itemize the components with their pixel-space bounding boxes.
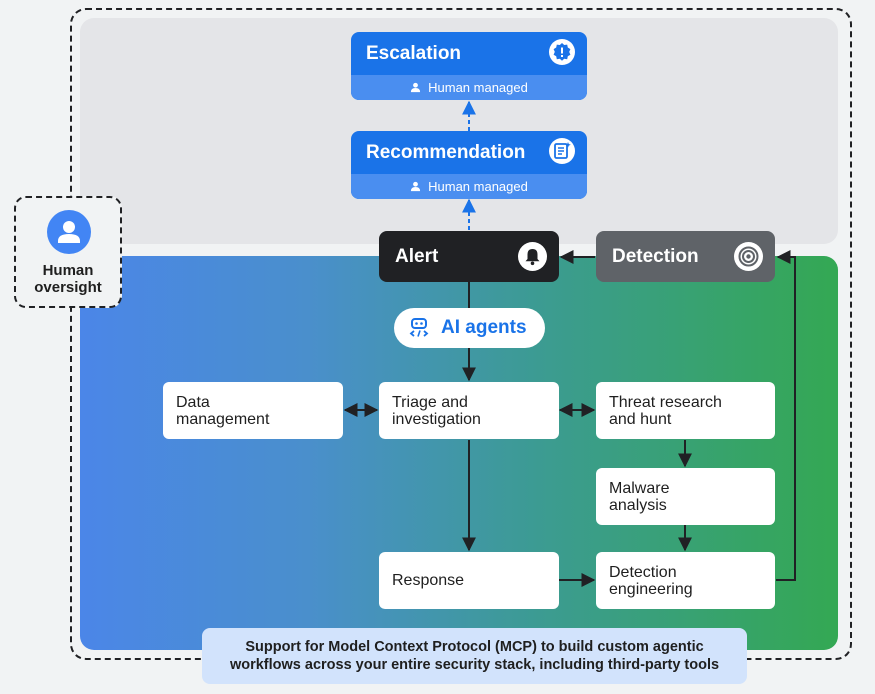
escalation-subtitle: Human managed bbox=[428, 80, 528, 95]
recommendation-subtitle: Human managed bbox=[428, 179, 528, 194]
node-triage-label: Triage and investigation bbox=[392, 394, 481, 428]
target-icon bbox=[734, 242, 763, 271]
node-threat-research-label: Threat research and hunt bbox=[609, 394, 722, 428]
node-response-label: Response bbox=[392, 572, 465, 589]
node-data-management-label: Data management bbox=[176, 394, 270, 428]
node-detection-engineering: Detection engineering bbox=[596, 552, 775, 609]
mcp-note-text: Support for Model Context Protocol (MCP)… bbox=[229, 639, 720, 673]
escalation-subtitle-bar: Human managed bbox=[351, 75, 587, 100]
alert-box: Alert bbox=[379, 231, 559, 282]
robot-code-icon bbox=[408, 316, 430, 338]
person-icon bbox=[411, 82, 421, 93]
detection-title: Detection bbox=[612, 246, 699, 267]
recommendation-box: Recommendation Human managed bbox=[351, 131, 587, 199]
document-sparkle-icon bbox=[549, 138, 575, 164]
node-malware-analysis: Malware analysis bbox=[596, 468, 775, 525]
mcp-note-box: Support for Model Context Protocol (MCP)… bbox=[202, 628, 747, 684]
recommendation-title: Recommendation bbox=[366, 142, 526, 163]
detection-box: Detection bbox=[596, 231, 775, 282]
alert-badge-icon bbox=[549, 39, 575, 65]
node-triage-investigation: Triage and investigation bbox=[379, 382, 559, 439]
person-icon bbox=[47, 210, 91, 254]
escalation-box: Escalation Human managed bbox=[351, 32, 587, 100]
node-detection-engineering-label: Detection engineering bbox=[609, 564, 693, 598]
arrow-detection-engineering-to-detection bbox=[776, 250, 796, 581]
bell-icon bbox=[518, 242, 547, 271]
node-threat-research: Threat research and hunt bbox=[596, 382, 775, 439]
escalation-title: Escalation bbox=[366, 43, 462, 64]
node-malware-analysis-label: Malware analysis bbox=[609, 480, 670, 514]
person-icon bbox=[411, 181, 421, 192]
recommendation-subtitle-bar: Human managed bbox=[351, 174, 587, 199]
node-data-management: Data management bbox=[163, 382, 343, 439]
node-response: Response bbox=[379, 552, 559, 609]
alert-title: Alert bbox=[395, 246, 439, 267]
human-oversight-label: Human oversight bbox=[34, 262, 102, 296]
ai-agents-label: AI agents bbox=[441, 317, 527, 338]
